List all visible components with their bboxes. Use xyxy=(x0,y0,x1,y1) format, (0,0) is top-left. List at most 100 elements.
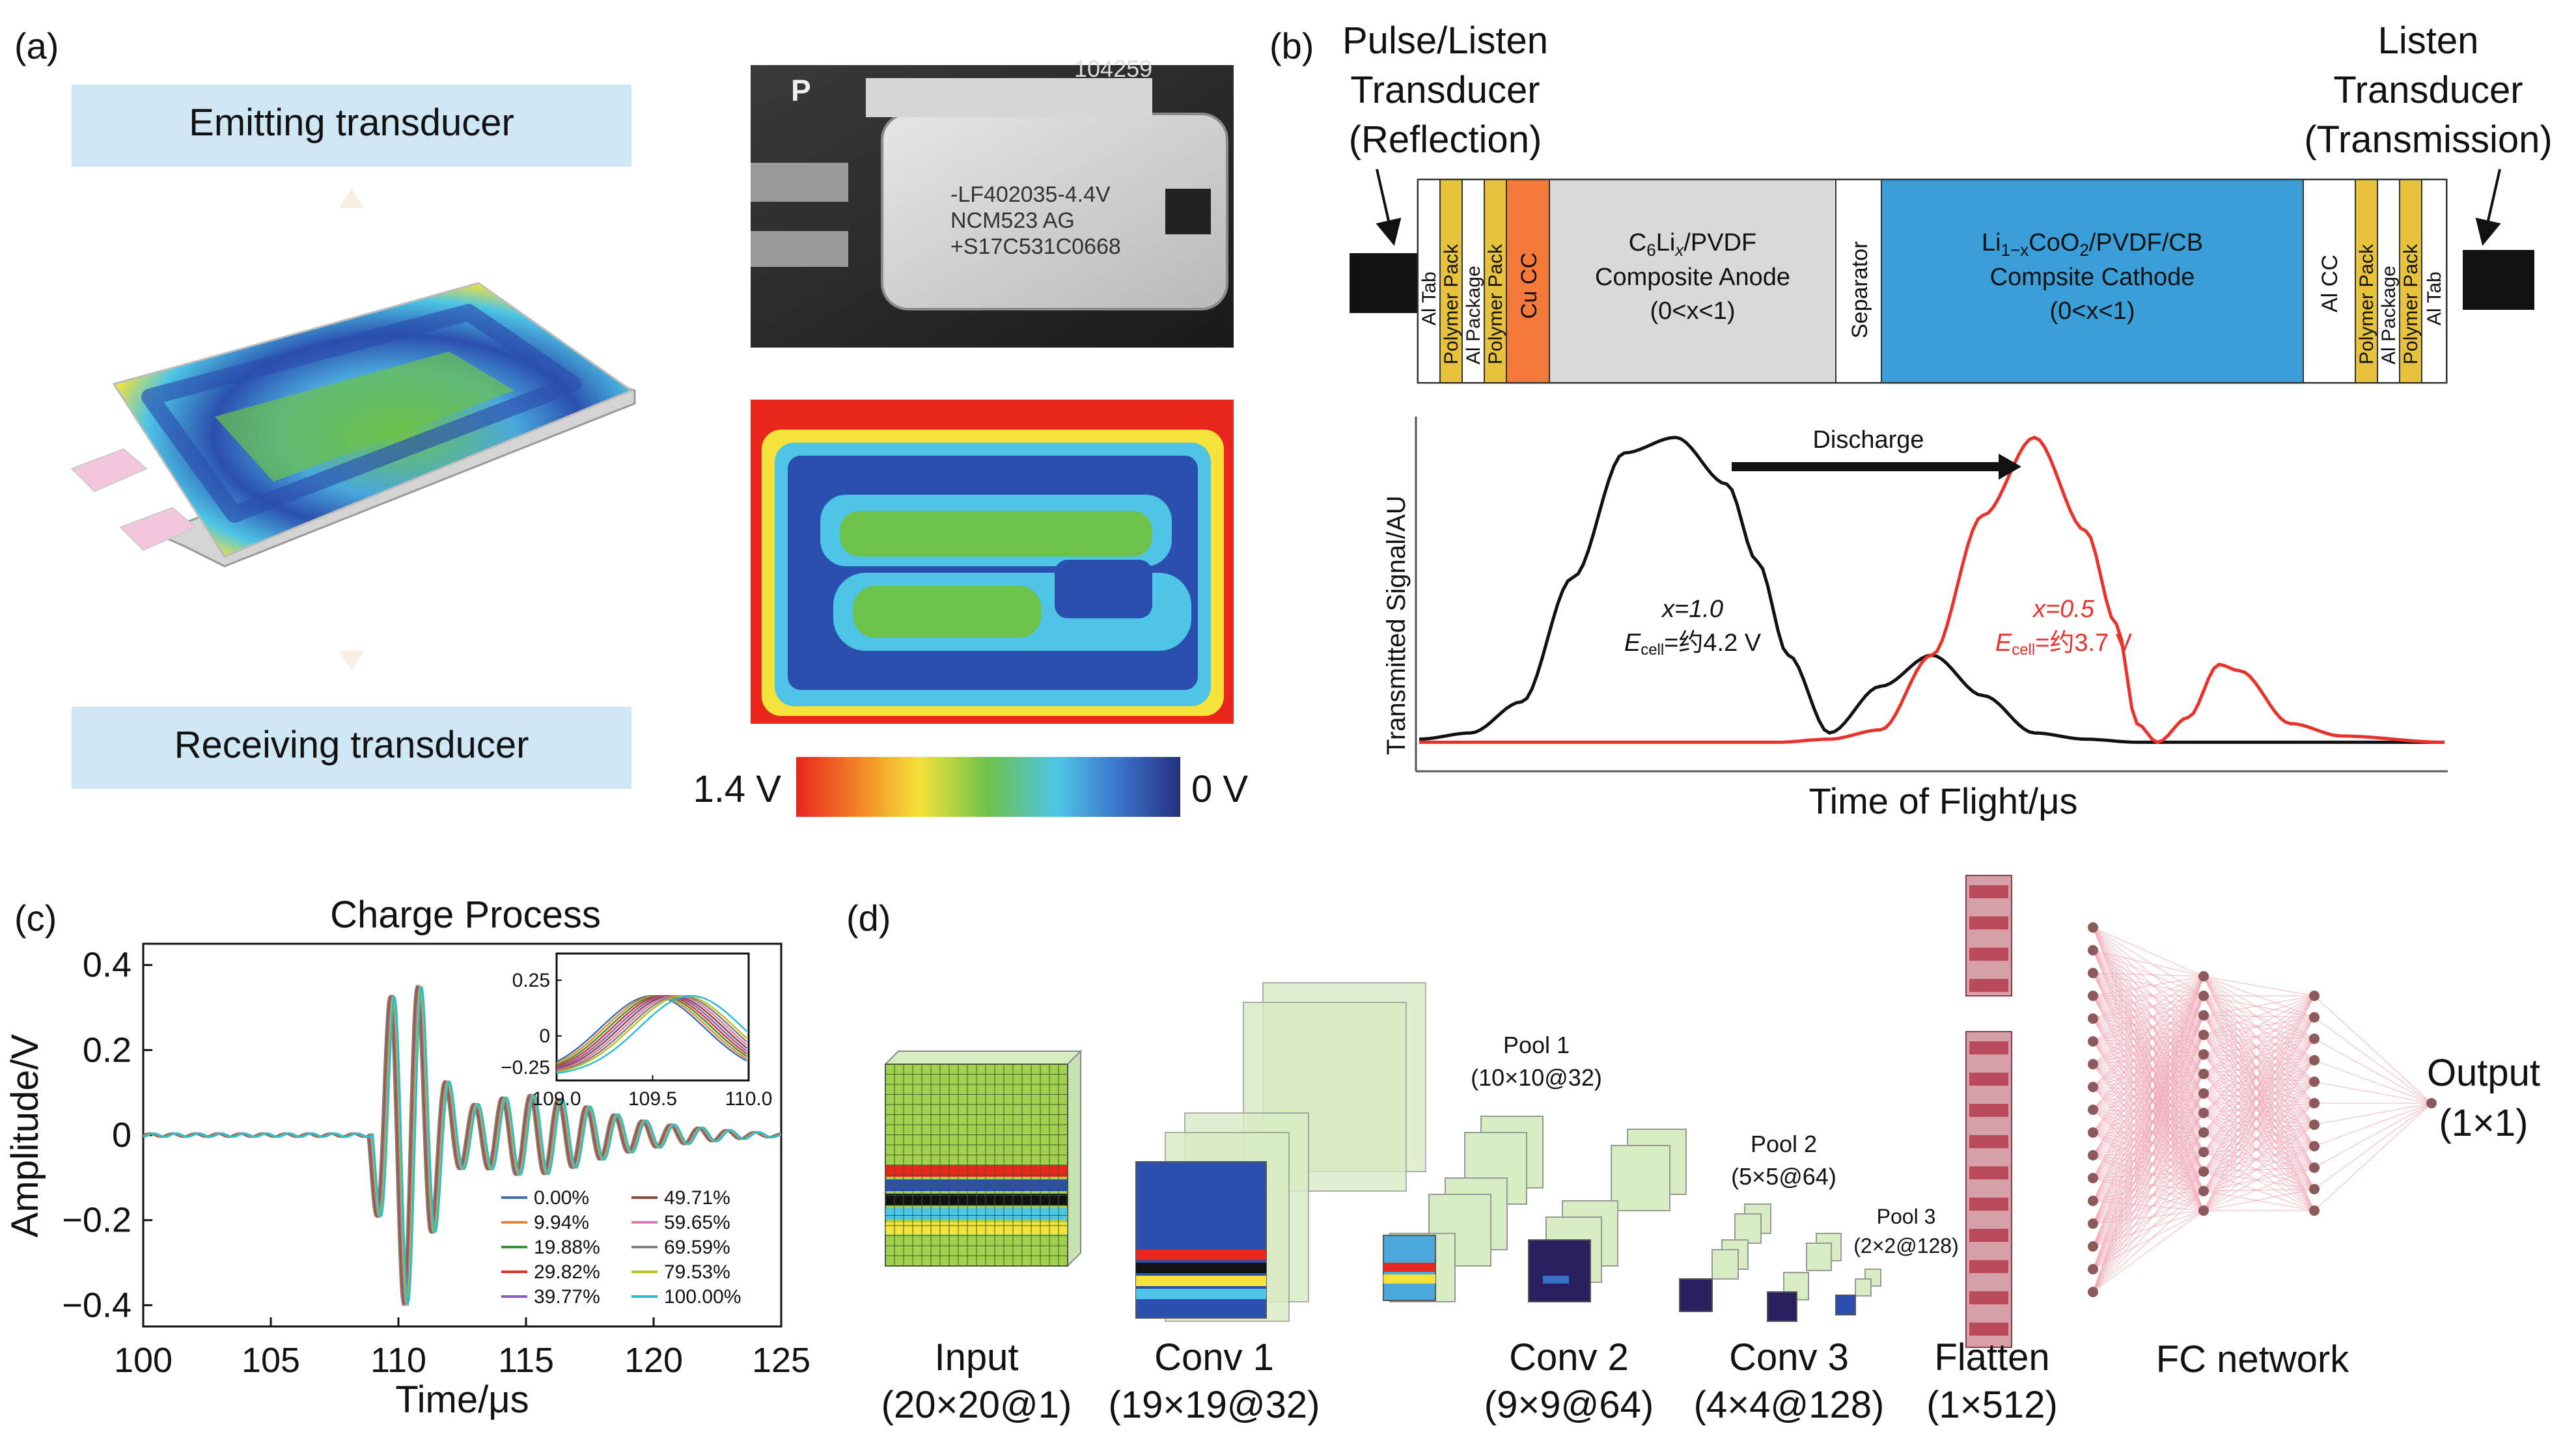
fc-edge xyxy=(2092,976,2204,1293)
fc-edge xyxy=(2092,1054,2204,1133)
fc-node xyxy=(2198,1069,2209,1079)
receive-beam-arrow xyxy=(339,651,365,670)
legend-label: 39.77% xyxy=(534,1286,600,1308)
conv1-name: Conv 1 xyxy=(1154,1336,1274,1379)
fc-node xyxy=(2309,1055,2320,1065)
fc-edge xyxy=(2092,972,2204,1016)
output-dims: (1×1) xyxy=(2439,1102,2528,1144)
fc-edge xyxy=(2092,972,2204,977)
flatten-cell xyxy=(1969,1104,2008,1117)
fc-node xyxy=(2088,1059,2098,1069)
red-label-ecell: Ecell=约3.7 V xyxy=(1995,629,2133,659)
fc-node xyxy=(2426,1098,2437,1108)
fc-edge xyxy=(2092,995,2204,1065)
fc-edge xyxy=(2203,1081,2315,1114)
fc-edge xyxy=(2092,1073,2204,1133)
y-tick-label: 0.2 xyxy=(83,1030,132,1069)
fc-edge xyxy=(2203,1103,2315,1133)
fc-edge xyxy=(2203,1081,2315,1153)
fc-edge xyxy=(2092,1018,2204,1075)
fc-edge xyxy=(2092,1073,2204,1156)
fc-edge xyxy=(2203,1015,2315,1082)
fc-edge xyxy=(2203,1017,2315,1055)
fc-edge xyxy=(2092,1073,2204,1202)
fc-edge xyxy=(2092,1034,2204,1224)
fc-node xyxy=(2309,1034,2320,1044)
layer-al-package-left: Al Package xyxy=(1463,266,1484,364)
x-tick-label: 100 xyxy=(114,1341,173,1380)
fc-edge xyxy=(2203,1073,2315,1125)
chart-c-x-label: Time/μs xyxy=(395,1379,529,1421)
fc-edge xyxy=(2203,995,2315,1172)
left-transducer-line-2: Transducer xyxy=(1350,69,1540,111)
fc-edge xyxy=(2092,1073,2204,1293)
x-tick-label: 105 xyxy=(242,1341,300,1380)
fc-edge xyxy=(2203,995,2315,1133)
fc-edge xyxy=(2203,1167,2315,1192)
discharge-label: Discharge xyxy=(1812,426,1924,454)
fc-edge xyxy=(2092,1034,2204,1202)
fc-edge xyxy=(2203,1188,2315,1192)
fc-edge xyxy=(2203,1054,2315,1082)
fc-edge xyxy=(2203,1093,2315,1147)
cathode-line-2: Compsite Cathode xyxy=(1990,264,2195,291)
fc-node xyxy=(2309,1162,2320,1173)
fc-edge xyxy=(2203,1073,2315,1168)
heatmap-2d xyxy=(751,400,1234,724)
fc-edge xyxy=(2203,1054,2315,1104)
fc-edge xyxy=(2092,1015,2204,1042)
fc-edge xyxy=(2092,1073,2204,1179)
fc-edge xyxy=(2092,1210,2204,1293)
x-tick-label: 110 xyxy=(370,1341,426,1380)
fc-edge xyxy=(2203,995,2315,1018)
anode-line-2: Composite Anode xyxy=(1595,264,1790,291)
fc-edge xyxy=(2314,1081,2432,1104)
fc-edge xyxy=(2203,1188,2315,1211)
fc-edge xyxy=(2203,1060,2315,1153)
fc-edge xyxy=(2203,1034,2315,1168)
fc-edge xyxy=(2092,1034,2204,1042)
fc-name: FC network xyxy=(2156,1338,2350,1380)
fc-edge xyxy=(2203,976,2315,1018)
x-tick-label: 115 xyxy=(498,1341,554,1380)
fc-edge xyxy=(2092,976,2204,1270)
fc-node xyxy=(2198,1205,2209,1216)
fc-edge xyxy=(2203,1060,2315,1094)
fc-edge xyxy=(2203,1034,2315,1061)
fc-edge xyxy=(2203,1038,2315,1172)
panel-a: (a) Emitting transducer Receiving transd… xyxy=(14,25,1248,817)
fc-node xyxy=(2088,1264,2098,1274)
fc-node xyxy=(2309,1119,2320,1130)
fc-node xyxy=(2088,945,2098,955)
fc-edge xyxy=(2092,1015,2204,1270)
x-tick-label: 120 xyxy=(624,1341,683,1380)
fc-edge xyxy=(2092,1054,2204,1224)
left-transducer-line-3: (Reflection) xyxy=(1349,118,1542,161)
fc-edge xyxy=(2092,1054,2204,1179)
fc-edge xyxy=(2092,1190,2204,1293)
flatten-cell xyxy=(1969,916,2008,929)
fc-node xyxy=(2088,922,2098,933)
emitting-transducer-label: Emitting transducer xyxy=(189,102,514,144)
fc-edge xyxy=(2092,1034,2204,1110)
fc-edge xyxy=(2092,976,2204,1042)
fc-edge xyxy=(2092,1015,2204,1156)
inset-series-line xyxy=(556,995,747,1068)
fc-node xyxy=(2309,1012,2320,1023)
fc-node xyxy=(2088,1287,2098,1297)
anode-line-3: (0<x<1) xyxy=(1650,297,1736,325)
cell-photo: P 104259 -LF402035-4.4V NCM523 AG +S17C5… xyxy=(751,55,1234,348)
fc-edge xyxy=(2203,1132,2315,1168)
fc-edge xyxy=(2092,995,2204,1016)
panel-a-label: (a) xyxy=(14,25,59,66)
black-label-x: x=1.0 xyxy=(1661,596,1723,623)
inset-x-tick-label: 110.0 xyxy=(725,1088,773,1110)
fc-edge xyxy=(2314,1103,2432,1190)
fc-edge xyxy=(2203,976,2315,996)
fc-edge xyxy=(2203,995,2315,1094)
fc-edge xyxy=(2203,1112,2315,1168)
fc-edge xyxy=(2203,1017,2315,1172)
panel-d: (d) Input (20×20@1) Conv 1 xyxy=(846,875,2540,1426)
